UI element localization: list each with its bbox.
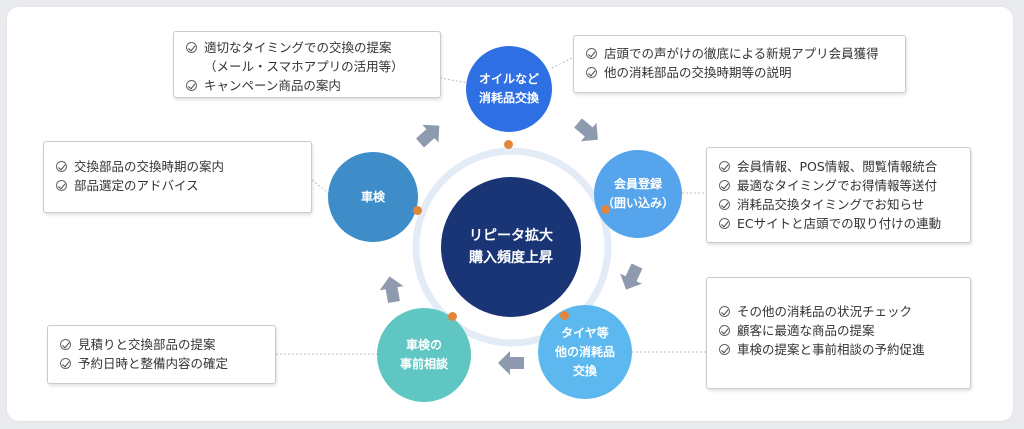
dot-inspection (413, 206, 422, 215)
box-member-top-item-2: 他の消耗部品の交換時期等の説明 (604, 65, 792, 80)
check-icon (586, 48, 597, 59)
arrow-to-member (574, 118, 598, 142)
node-consult-label: 車検の 事前相談 (399, 338, 448, 371)
box-member-item-4: ECサイトと店頭での取り付けの連動 (737, 216, 942, 231)
arrow-to-consult (498, 351, 524, 375)
check-icon (719, 199, 730, 210)
box-consult-item-2: 予約日時と整備内容の確定 (78, 356, 229, 371)
box-inspection: 交換部品の交換時期の案内 部品選定のアドバイス (43, 141, 312, 213)
box-member-item-1: 会員情報、POS情報、閲覧情報統合 (737, 159, 938, 174)
box-member-item-2: 最適なタイミングでお得情報等送付 (737, 178, 938, 193)
box-member-top: 店頭での声がけの徹底による新規アプリ会員獲得 他の消耗部品の交換時期等の説明 (573, 35, 906, 93)
check-icon (56, 180, 67, 191)
check-icon (60, 358, 71, 369)
check-icon (186, 42, 197, 53)
check-icon (719, 344, 730, 355)
node-oil: オイルなど 消耗品交換 (466, 46, 552, 132)
node-tire-label: タイヤ等 他の消耗品 交換 (554, 325, 615, 378)
box-consult-item-1: 見積りと交換部品の提案 (78, 337, 216, 352)
box-oil-item-1: 適切なタイミングでの交換の提案 (204, 40, 392, 55)
dot-consult (448, 312, 457, 321)
box-oil: 適切なタイミングでの交換の提案 （メール・スマホアプリの活用等） キャンペーン商… (173, 31, 441, 98)
node-oil-label: オイルなど 消耗品交換 (478, 72, 539, 105)
box-oil-item-2: （メール・スマホアプリの活用等） (204, 59, 404, 74)
arrow-to-inspection (379, 276, 404, 304)
box-oil-item-3: キャンペーン商品の案内 (204, 78, 341, 93)
center-line-1: リピータ拡大 (469, 228, 553, 244)
center-line-2: 購入頻度上昇 (469, 250, 553, 266)
box-consult: 見積りと交換部品の提案 予約日時と整備内容の確定 (47, 325, 276, 384)
box-tire-item-2: 顧客に最適な商品の提案 (737, 323, 875, 338)
box-inspection-item-2: 部品選定のアドバイス (74, 178, 199, 193)
box-member-item-3: 消耗品交換タイミングでお知らせ (737, 197, 925, 212)
box-tire-item-1: その他の消耗品の状況チェック (737, 304, 913, 319)
check-icon (719, 180, 730, 191)
dot-tire (560, 311, 569, 320)
node-inspection: 車検 (328, 152, 418, 242)
arrow-to-oil (415, 124, 440, 148)
dot-member (601, 205, 610, 214)
check-icon (719, 325, 730, 336)
cycle-ring (412, 147, 612, 347)
node-member-label: 会員登録 （囲い込み） (601, 177, 674, 210)
check-icon (719, 161, 730, 172)
box-tire-item-3: 車検の提案と事前相談の予約促進 (737, 342, 925, 357)
check-icon (186, 80, 197, 91)
node-tire: タイヤ等 他の消耗品 交換 (538, 305, 632, 399)
node-inspection-label: 車検 (360, 189, 385, 204)
check-icon (719, 218, 730, 229)
node-member: 会員登録 （囲い込み） (594, 150, 682, 238)
arrow-to-tire (620, 263, 643, 290)
box-member: 会員情報、POS情報、閲覧情報統合 最適なタイミングでお得情報等送付 消耗品交換… (706, 147, 971, 243)
box-member-top-item-1: 店頭での声がけの徹底による新規アプリ会員獲得 (604, 46, 879, 61)
check-icon (60, 339, 71, 350)
box-inspection-item-1: 交換部品の交換時期の案内 (74, 159, 225, 174)
cycle-arrows (379, 118, 643, 375)
dot-oil (504, 140, 513, 149)
box-tire: その他の消耗品の状況チェック 顧客に最適な商品の提案 車検の提案と事前相談の予約… (706, 277, 971, 389)
center-circle: リピータ拡大 購入頻度上昇 (441, 177, 581, 317)
check-icon (586, 67, 597, 78)
check-icon (719, 306, 730, 317)
check-icon (56, 161, 67, 172)
node-consult: 車検の 事前相談 (377, 308, 471, 402)
